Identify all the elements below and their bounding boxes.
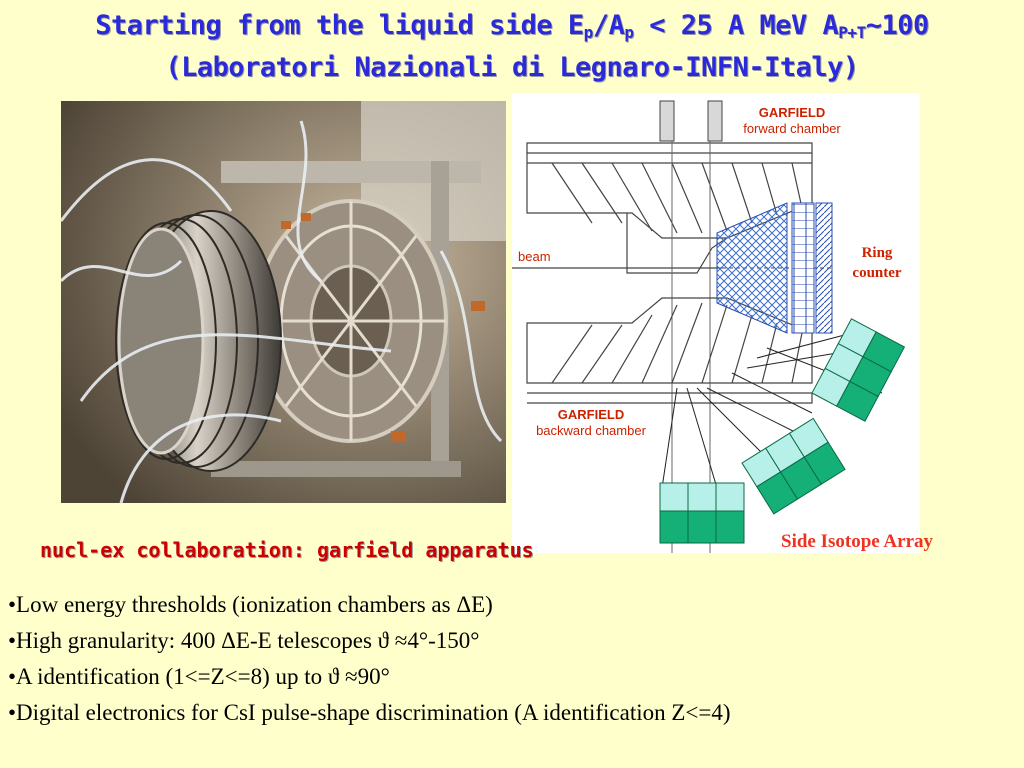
bullet-item: •High granularity: 400 ΔE-E telescopes ϑ… [8, 628, 480, 653]
bullet-item: •Digital electronics for CsI pulse-shape… [8, 700, 731, 725]
beam-label: beam [518, 249, 551, 264]
bullet-item: •A identification (1<=Z<=8) up to ϑ ≈90° [8, 664, 390, 689]
backward-chamber-label: GARFIELD backward chamber [536, 407, 646, 438]
photo-caption: nucl-ex collaboration: garfield apparatu… [40, 538, 534, 562]
ring-counter-label: Ring counter [852, 245, 902, 281]
schematic-drawing [512, 100, 906, 553]
slide-title-line-1: Starting from the liquid side Ep/Ap < 25… [95, 10, 929, 42]
bullet-item: •Low energy thresholds (ionization chamb… [8, 592, 493, 617]
forward-chamber-label: GARFIELD forward chamber [743, 105, 841, 136]
side-isotope-array-label: Side Isotope Array [781, 531, 933, 552]
garfield-schematic: GARFIELD forward chamber beam Ring count… [512, 93, 920, 553]
apparatus-photo [61, 101, 506, 503]
bullet-list: •Low energy thresholds (ionization chamb… [8, 587, 1018, 731]
slide-title-line-2: (Laboratori Nazionali di Legnaro-INFN-It… [165, 52, 859, 83]
